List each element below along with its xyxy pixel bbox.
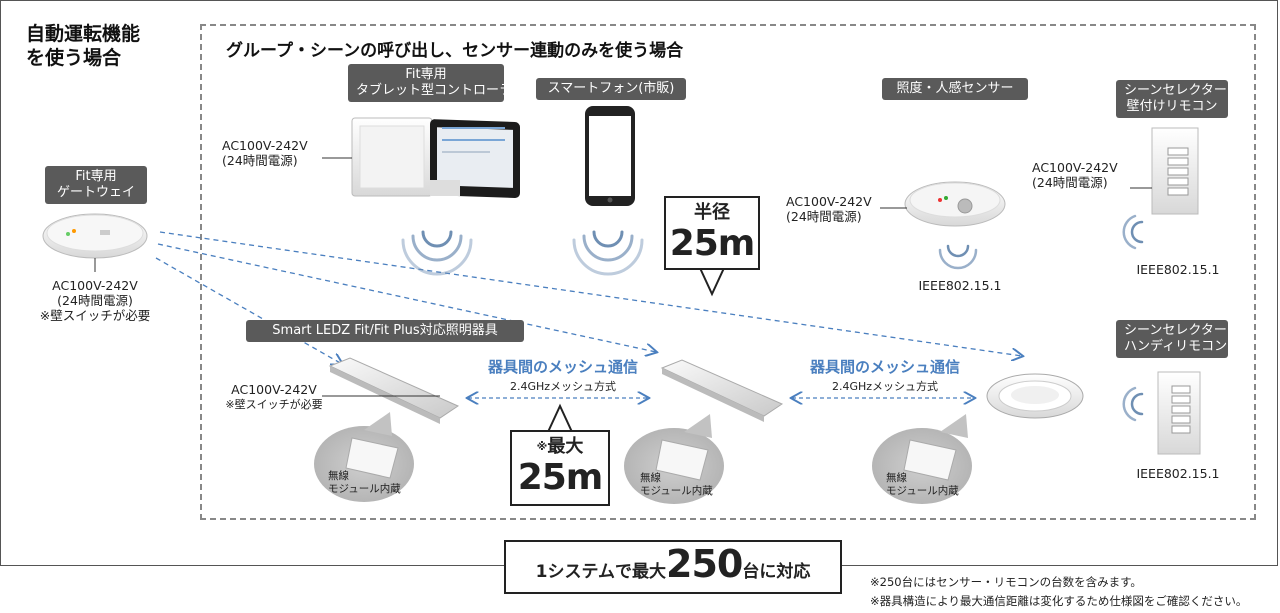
mesh-sub-2: 2.4GHzメッシュ方式: [831, 380, 939, 393]
radius-callout-pointer: [698, 267, 726, 297]
module-label-1: 無線 モジュール内蔵: [328, 470, 401, 495]
wall-remote-spec: AC100V-242V (24時間電源): [1032, 160, 1118, 190]
wall-remote-icon: [1130, 127, 1199, 215]
wall-remote-label: シーンセレクター 壁付けリモコン: [1116, 80, 1228, 118]
group-scene-area: [200, 24, 1256, 520]
max-callout: ※最大 25m: [510, 430, 610, 506]
handy-remote-icon: [1157, 371, 1201, 455]
wall-remote-protocol: IEEE802.15.1: [1136, 262, 1220, 277]
group-title: グループ・シーンの呼び出し、センサー連動のみを使う場合: [226, 41, 684, 61]
linear-fixture-1-icon: [322, 357, 460, 424]
module-label-2: 無線 モジュール内蔵: [640, 472, 713, 497]
tablet-controller-icon: [322, 117, 520, 198]
gateway-spec: AC100V-242V (24時間電源) ※壁スイッチが必要: [39, 278, 151, 323]
handy-remote-label: シーンセレクター ハンディリモコン: [1116, 320, 1228, 358]
tablet-label: Fit専用 タブレット型コントローラ: [348, 64, 512, 102]
fixtures-spec: AC100V-242V ※壁スイッチが必要: [225, 382, 323, 411]
footnote-2: ※器具構造により最大通信距離は変化するため仕様図をご確認ください。: [870, 594, 1248, 608]
left-title: 自動運転機能 を使う場合: [26, 23, 141, 69]
sensor-device-icon: [880, 181, 1006, 227]
gateway-label: Fit専用 ゲートウェイ: [45, 166, 147, 204]
module-circle-1-icon: [314, 412, 414, 502]
linear-fixture-2-icon: [660, 359, 784, 422]
mesh-sub-1: 2.4GHzメッシュ方式: [509, 380, 617, 393]
system-capacity-box: 1システムで最大250台に対応: [504, 540, 842, 594]
radius-callout: 半径 25m: [664, 196, 760, 270]
max-callout-pointer: [546, 403, 574, 433]
smartphone-label: スマートフォン(市販): [536, 78, 686, 100]
sensor-spec: AC100V-242V (24時間電源): [786, 194, 872, 224]
mesh-title-2: 器具間のメッシュ通信: [809, 358, 960, 376]
wireless-wave-icons: [401, 214, 1144, 422]
sensor-protocol: IEEE802.15.1: [918, 278, 1002, 293]
gateway-device-icon: [42, 213, 148, 272]
handy-remote-protocol: IEEE802.15.1: [1136, 466, 1220, 481]
module-circle-3-icon: [872, 414, 972, 504]
mesh-title-1: 器具間のメッシュ通信: [487, 358, 638, 376]
gateway-connection-lines: [155, 231, 1022, 364]
module-label-3: 無線 モジュール内蔵: [886, 472, 959, 497]
footnote-1: ※250台にはセンサー・リモコンの台数を含みます。: [870, 575, 1142, 589]
sensor-label: 照度・人感センサー: [882, 78, 1028, 100]
fixtures-label: Smart LEDZ Fit/Fit Plus対応照明器具: [246, 320, 524, 342]
smartphone-icon: [585, 106, 635, 206]
tablet-spec: AC100V-242V (24時間電源): [222, 138, 308, 168]
downlight-fixture-icon: [986, 373, 1084, 419]
module-circle-2-icon: [624, 414, 724, 504]
